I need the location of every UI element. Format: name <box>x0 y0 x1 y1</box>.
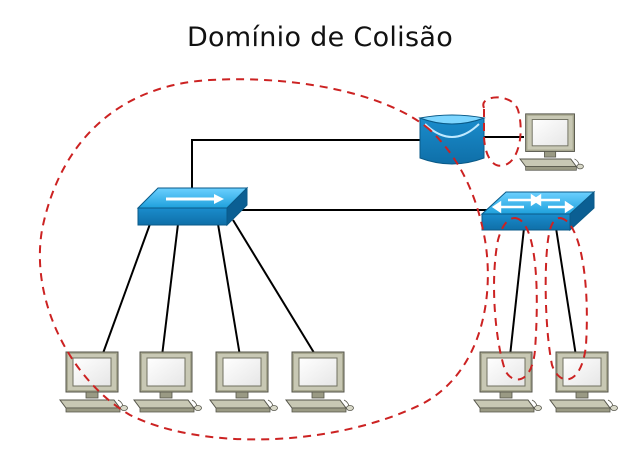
collision-domain-bridge-pc <box>482 96 522 167</box>
hub-icon <box>136 186 249 227</box>
diagram-title: Domínio de Colisão <box>186 22 454 53</box>
computer-icon-hub-2 <box>133 351 202 413</box>
collision-domain-hub <box>38 78 489 441</box>
network-links <box>101 136 577 357</box>
computer-icon-switch-2 <box>549 351 618 413</box>
link-hub-bridge <box>191 139 430 190</box>
link-hub-pc-1 <box>101 223 151 357</box>
collision-domain-switch-pc-2 <box>544 216 588 381</box>
computer-icon-hub-1 <box>59 351 128 413</box>
link-switch-pc-1 <box>509 227 525 357</box>
link-hub-pc-2 <box>161 223 179 357</box>
computer-icon-top-right <box>519 113 584 171</box>
collision-domain-switch-pc-1 <box>493 216 538 381</box>
computer-icon-switch-1 <box>473 351 542 413</box>
computer-icon-hub-4 <box>285 351 354 413</box>
link-hub-pc-3 <box>217 223 241 357</box>
computer-icon-hub-3 <box>209 351 278 413</box>
link-hub-pc-4 <box>232 219 317 357</box>
switch-icon <box>480 190 596 232</box>
link-switch-pc-2 <box>555 227 577 357</box>
bridge-icon <box>418 114 486 165</box>
